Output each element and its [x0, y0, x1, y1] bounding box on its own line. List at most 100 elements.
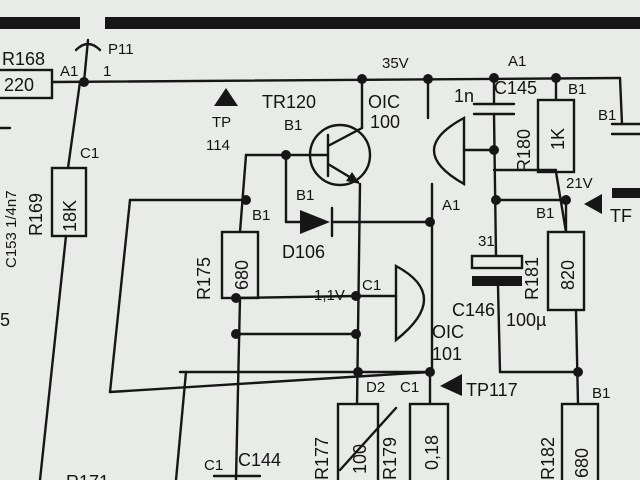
r168-body	[0, 68, 54, 100]
r177-ref: R177	[312, 437, 332, 480]
r179-ref: R179	[380, 437, 400, 480]
tr120-ref: TR120	[262, 92, 316, 112]
c145-value: 1n	[454, 86, 474, 106]
p11-pin: 1	[103, 63, 111, 80]
r181-body	[546, 230, 586, 312]
c146-value: 100µ	[506, 310, 546, 330]
oic100-num: 100	[370, 112, 400, 132]
junction	[573, 367, 583, 377]
r168-value: 220	[4, 75, 34, 95]
voltage-1v1: 1,1V	[314, 287, 345, 304]
c146-plate-bottom	[472, 276, 522, 286]
r171-ref: R171	[66, 472, 109, 480]
tp114-marker	[214, 88, 238, 106]
r169-lead-bottom	[38, 234, 68, 480]
d106-ref: D106	[282, 242, 325, 262]
junction	[551, 73, 561, 83]
r181-ref: R181	[522, 257, 542, 300]
oic101-ref: OIC	[432, 322, 464, 342]
r182-value: 680	[572, 448, 592, 478]
r181-grid: B1	[536, 205, 554, 222]
d2-ref: D2	[366, 379, 385, 396]
junction	[489, 73, 499, 83]
tp117-marker	[440, 374, 462, 396]
tr120-grid: B1	[284, 117, 302, 134]
tp114-ref: TP	[212, 114, 231, 131]
c145-ref: C145	[494, 78, 537, 98]
tp-right-marker	[584, 194, 602, 214]
tp117-ref: TP117	[466, 380, 518, 400]
junction	[281, 150, 291, 160]
right-cap-bar	[612, 188, 640, 198]
r169-ref: R169	[26, 193, 46, 236]
r179-value: 0,18	[422, 435, 442, 470]
c144-grid: C1	[204, 457, 223, 474]
feed-vertical	[108, 198, 132, 394]
lower-left-drop	[174, 370, 188, 480]
r175-top-lead	[238, 153, 248, 234]
r169-grid: C1	[80, 145, 99, 162]
top-bus-left	[0, 17, 80, 29]
p11-lead	[82, 38, 90, 84]
c146-mark: 31	[478, 233, 495, 250]
junction	[425, 217, 435, 227]
junction	[425, 367, 435, 377]
junction	[241, 195, 251, 205]
junction	[561, 195, 571, 205]
r180-lead-bottom	[554, 170, 568, 234]
emitter-bus-1	[234, 294, 358, 300]
r168-ref: R168	[2, 49, 45, 69]
grid-a1-top: A1	[508, 53, 526, 70]
voltage-21v: 21V	[566, 175, 593, 192]
voltage-35v: 35V	[382, 55, 409, 72]
r182-body	[560, 402, 600, 480]
p11-connector-symbol	[74, 42, 102, 52]
grid-b1-right: B1	[598, 107, 616, 124]
r180-body	[536, 98, 576, 174]
tp114-num: 114	[206, 137, 230, 154]
oic100-ref: OIC	[368, 92, 400, 112]
c146-lead-bottom	[496, 284, 502, 374]
r182-ref: R182	[538, 437, 558, 480]
junction	[489, 145, 499, 155]
c153-label: C153 1/4n7	[3, 190, 20, 268]
c144-ref: C144	[238, 450, 281, 470]
r181-value: 820	[558, 260, 578, 290]
oic-upper-body	[433, 115, 466, 187]
feed-bottom	[108, 370, 432, 394]
r175-value: 680	[232, 260, 252, 290]
r179-grid: C1	[400, 379, 419, 396]
junction	[231, 329, 241, 339]
tr120-collector	[326, 126, 364, 148]
rail-35v	[53, 76, 622, 84]
r179-body	[408, 402, 450, 480]
top-bus-right	[105, 17, 640, 29]
tp-right-label: TF	[610, 206, 632, 226]
r180-value: 1K	[548, 128, 568, 150]
r177-diagonal	[338, 406, 398, 472]
r180-grid: B1	[568, 81, 586, 98]
tr120-emitter-arrow	[346, 172, 360, 184]
c146-plate-top	[470, 254, 524, 270]
r177-body	[336, 402, 380, 480]
grid-a1-left: A1	[60, 63, 78, 80]
r177-value: 100	[350, 444, 370, 474]
margin-5: 5	[0, 310, 10, 330]
r169-value: 18K	[60, 200, 80, 232]
d106-grid: B1	[296, 187, 314, 204]
right-cap-lead	[618, 76, 624, 126]
r182-grid: B1	[592, 385, 610, 402]
r175-ref: R175	[194, 257, 214, 300]
r175-grid: B1	[252, 207, 270, 224]
r181-lead-bottom	[574, 308, 580, 406]
junction	[357, 74, 367, 84]
r169-body	[50, 166, 88, 238]
d106-body	[300, 210, 330, 234]
junction	[231, 293, 241, 303]
grid-a1-mid: A1	[442, 197, 460, 214]
junction	[491, 195, 501, 205]
junction	[353, 367, 363, 377]
c146-ref: C146	[452, 300, 495, 320]
p11-label: P11	[108, 41, 134, 58]
